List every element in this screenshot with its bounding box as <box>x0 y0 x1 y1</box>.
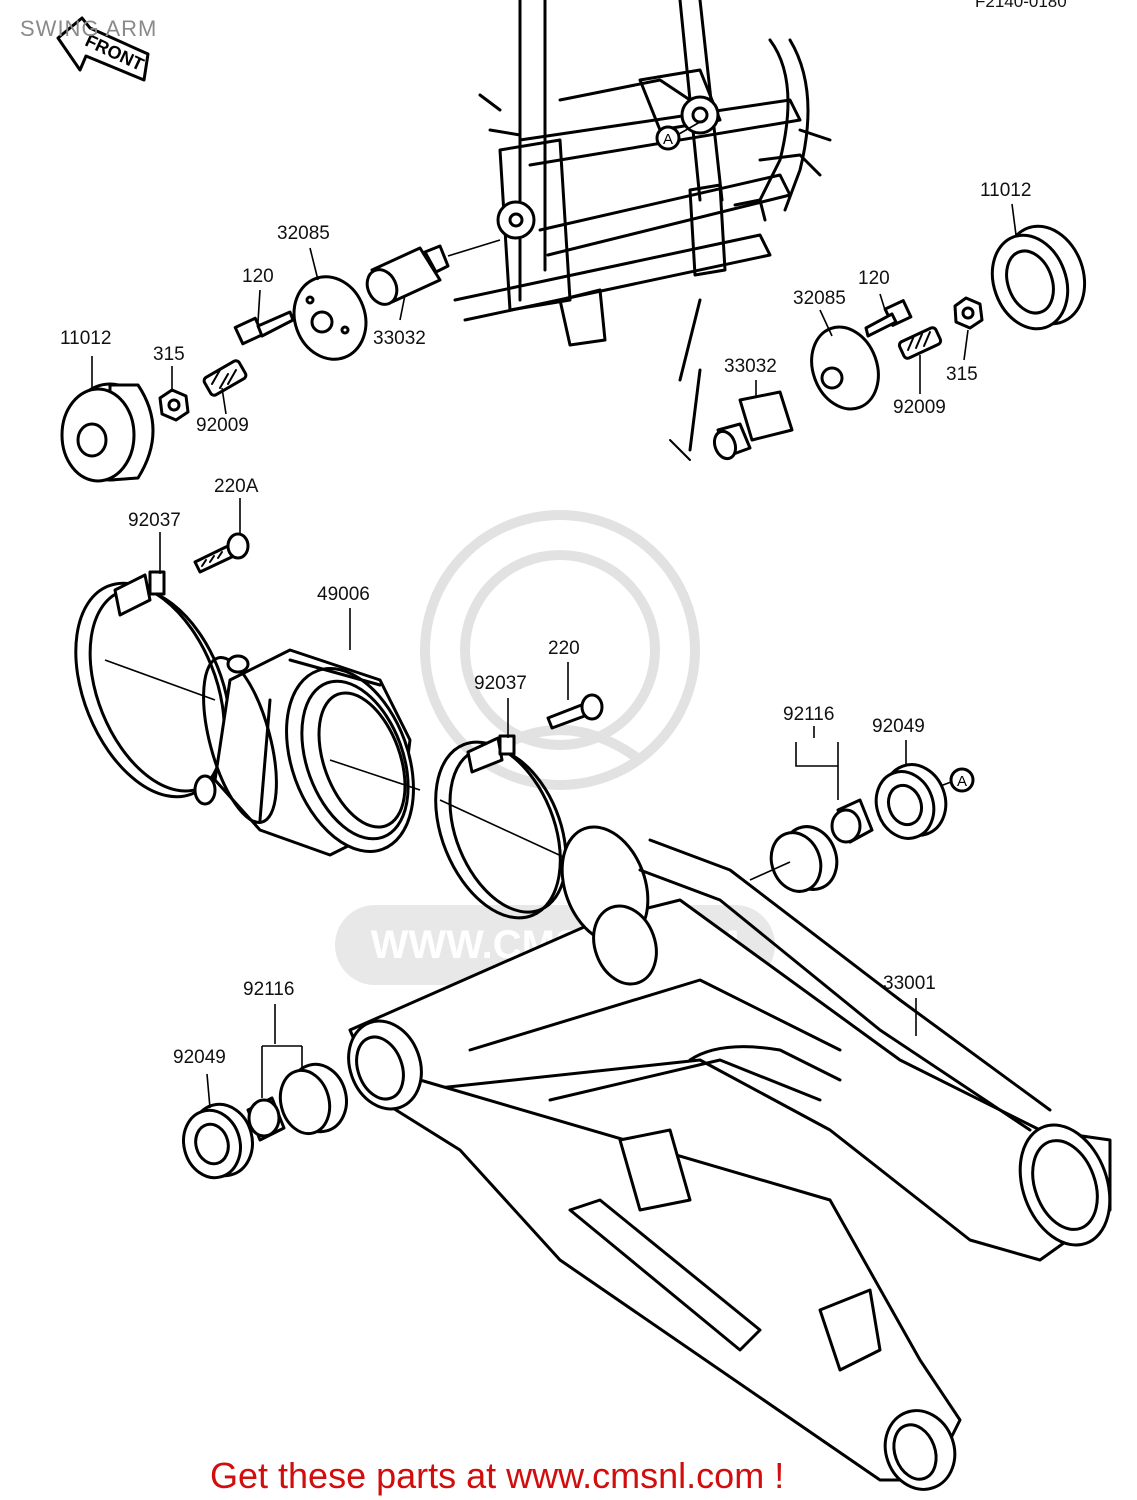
part-label-92116: 92116 <box>783 704 835 725</box>
part-label-92037: 92037 <box>128 510 181 531</box>
part-label-120: 120 <box>242 266 274 287</box>
part-label-11012: 11012 <box>980 180 1032 201</box>
diagram-title: SWING ARM <box>20 16 158 41</box>
svg-text:A: A <box>957 773 967 790</box>
ref-marker-a: A <box>934 767 975 793</box>
bolt-120-left <box>233 310 295 346</box>
part-label-92116: 92116 <box>243 979 295 1000</box>
bearing-92116-left <box>246 1062 348 1142</box>
flange-32085-left <box>292 275 368 361</box>
part-label-92009: 92009 <box>196 415 249 436</box>
flange-32085-right <box>810 325 880 411</box>
nut-315-right <box>953 296 984 330</box>
clamp-92037-mid <box>434 734 571 920</box>
ref-marker-a: A <box>655 121 701 151</box>
rubber-boot-49006 <box>193 648 421 857</box>
clamp-92037-left <box>74 570 232 799</box>
part-label-11012: 11012 <box>60 328 112 349</box>
swing-arm-33001 <box>347 825 1112 1491</box>
stud-92009-right <box>897 326 943 360</box>
part-label-33032: 33032 <box>724 356 777 377</box>
part-label-92049: 92049 <box>173 1047 226 1068</box>
bearing-cap-11012-left <box>60 382 155 483</box>
pivot-33032-right <box>712 390 794 461</box>
bolt-120-right <box>864 299 913 338</box>
pivot-33032-left <box>365 239 501 306</box>
part-label-92037: 92037 <box>474 673 527 694</box>
part-label-220A: 220A <box>214 476 259 497</box>
footer-cta-link[interactable]: Get these parts at www.cmsnl.com ! <box>210 1455 785 1496</box>
part-label-33001: 33001 <box>883 973 936 994</box>
part-label-92049: 92049 <box>872 716 925 737</box>
nut-315-left <box>158 388 190 422</box>
part-label-32085: 32085 <box>277 223 330 244</box>
diagram-code: F2140-0180 <box>975 0 1067 11</box>
svg-text:A: A <box>663 131 673 148</box>
bolt-220 <box>546 693 604 730</box>
part-label-220: 220 <box>548 638 580 659</box>
bearing-92116-right <box>749 798 874 893</box>
leader-lines <box>91 203 1017 1109</box>
part-label-315: 315 <box>153 344 185 365</box>
part-label-33032: 33032 <box>373 328 426 349</box>
part-label-32085: 32085 <box>793 288 846 309</box>
seal-92049-left <box>182 1102 254 1180</box>
seal-92049-right <box>874 763 948 840</box>
part-label-92009: 92009 <box>893 397 946 418</box>
stud-92009-left <box>202 359 248 397</box>
part-label-49006: 49006 <box>317 584 370 605</box>
part-label-315: 315 <box>946 364 978 385</box>
frame-drawing <box>453 0 832 461</box>
bearing-cap-11012-right <box>990 224 1087 331</box>
bolt-220A <box>193 532 250 574</box>
part-label-120: 120 <box>858 268 890 289</box>
